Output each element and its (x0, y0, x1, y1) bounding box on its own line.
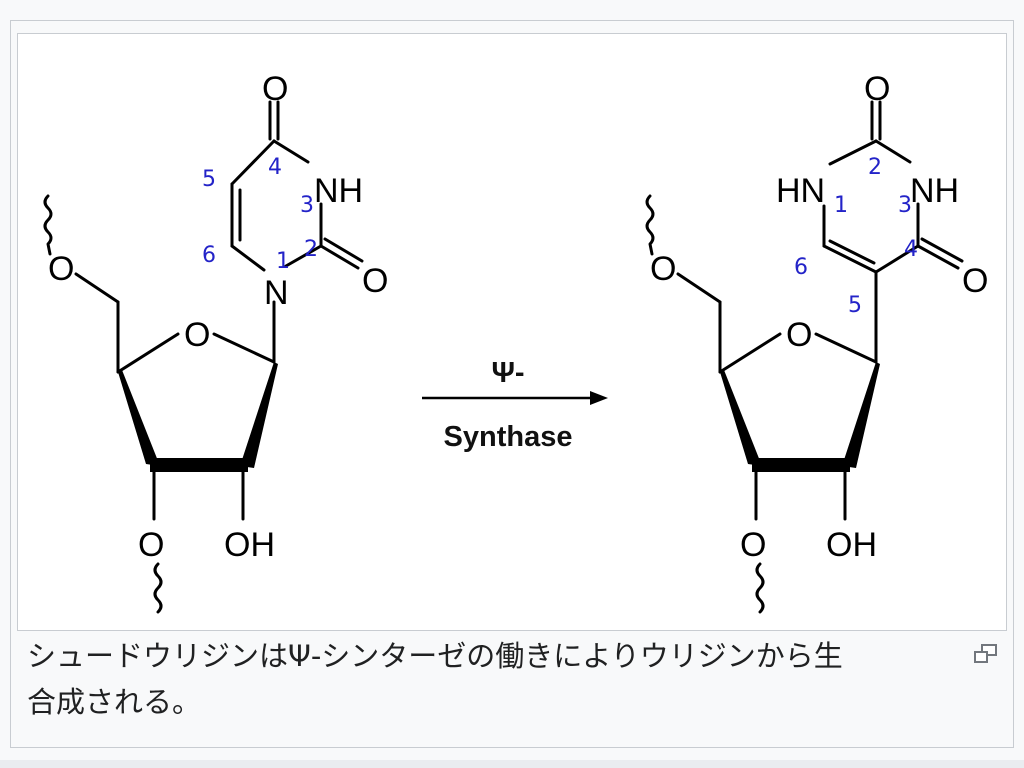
right-num-1: 1 (834, 193, 848, 218)
right-atom-o5: O (650, 250, 676, 288)
right-num-4: 4 (904, 237, 918, 262)
right-atom-nh: NH (910, 172, 959, 210)
right-atom-o3: O (740, 526, 766, 564)
image-caption: シュードウリジンはΨ-シンターゼの働きによりウリジンから生 合成される。 (27, 633, 967, 725)
left-num-1: 1 (276, 249, 290, 274)
reaction-diagram: O NH N O O O O OH 4 3 2 1 5 6 Ψ- Synthas… (43, 70, 988, 614)
right-atom-oh: OH (826, 526, 877, 564)
right-atom-o-top: O (864, 70, 890, 108)
left-atom-nh: NH (314, 172, 363, 210)
left-atom-o-ring: O (184, 316, 210, 354)
left-atom-o5: O (48, 250, 74, 288)
caption-line-2: 合成される。 (27, 685, 202, 719)
left-atom-oh: OH (224, 526, 275, 564)
right-num-5: 5 (848, 293, 862, 318)
right-num-3: 3 (898, 193, 912, 218)
right-atom-o-right: O (962, 262, 988, 300)
left-num-2: 2 (304, 237, 318, 262)
reaction-diagram-image[interactable]: O NH N O O O O OH 4 3 2 1 5 6 Ψ- Synthas… (17, 33, 1007, 631)
left-atom-o-top: O (262, 70, 288, 108)
left-num-4: 4 (268, 155, 282, 180)
left-atom-o3: O (138, 526, 164, 564)
arrow-bottom-label: Synthase (444, 421, 573, 453)
left-atom-n1: N (264, 274, 289, 312)
left-num-5: 5 (202, 167, 216, 192)
left-num-3: 3 (300, 193, 314, 218)
right-atom-hn: HN (776, 172, 825, 210)
thumbnail-frame: O NH N O O O O OH 4 3 2 1 5 6 Ψ- Synthas… (10, 20, 1014, 748)
magnify-clip-icon[interactable] (973, 643, 999, 665)
bottom-edge (0, 760, 1024, 768)
right-atom-o-ring: O (786, 316, 812, 354)
right-num-2: 2 (868, 155, 882, 180)
caption-line-1: シュードウリジンはΨ-シンターゼの働きによりウリジンから生 (27, 639, 843, 673)
left-num-6: 6 (202, 243, 216, 268)
left-atom-o-right: O (362, 262, 388, 300)
right-num-6: 6 (794, 255, 808, 280)
arrow-top-label: Ψ- (491, 357, 524, 389)
